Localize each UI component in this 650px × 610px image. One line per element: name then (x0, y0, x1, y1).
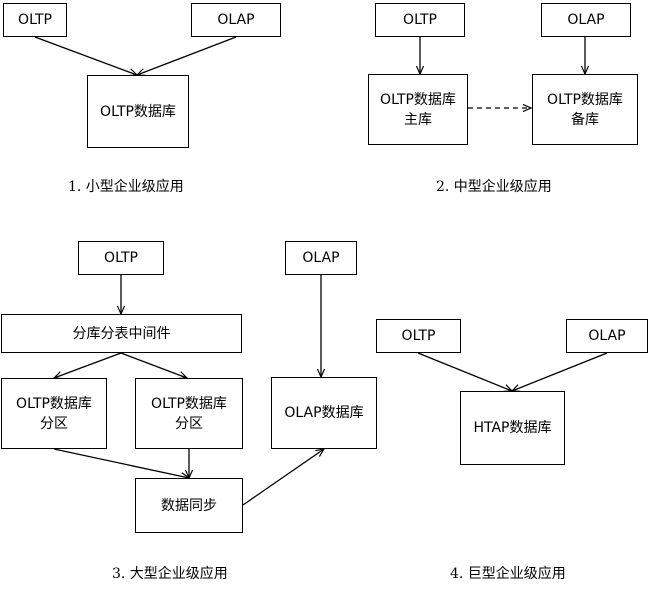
s2-oltp-node: OLTP (375, 3, 465, 37)
s4-oltp-node: OLTP (376, 319, 461, 353)
s1-oltp-label: OLTP (18, 12, 52, 28)
s1-db-label: OLTP数据库 (100, 103, 176, 120)
s2-primary-db-node: OLTP数据库 主库 (368, 74, 468, 145)
s3-shard-b-line1: OLTP数据库 (151, 395, 227, 412)
s4-caption: 4. 巨型企业级应用 (450, 566, 566, 582)
s4-olap-to-htap-arrow (512, 352, 608, 391)
s3-middleware-to-shard-b-arrow (120, 352, 187, 378)
s2-standby-line1: OLTP数据库 (547, 91, 623, 108)
s3-olap-node: OLAP (285, 241, 357, 275)
s3-sync-node: 数据同步 (135, 478, 243, 533)
s3-middleware-label: 分库分表中间件 (72, 325, 171, 342)
s2-caption: 2. 中型企业级应用 (436, 179, 552, 195)
s2-standby-line2: 备库 (571, 111, 599, 128)
s2-primary-line2: 主库 (404, 111, 432, 128)
s4-htap-db-label: HTAP数据库 (473, 420, 552, 436)
s1-oltp-to-db-arrow (34, 36, 137, 75)
s1-olap-to-db-arrow (137, 36, 237, 75)
s2-olap-node: OLAP (541, 3, 631, 37)
s4-oltp-label: OLTP (401, 328, 436, 344)
s2-olap-label: OLAP (567, 12, 605, 28)
s3-shard-b-node: OLTP数据库 分区 (135, 378, 243, 449)
s3-oltp-label: OLTP (104, 250, 138, 266)
s3-shard-a-to-sync-arrow (53, 448, 189, 478)
s3-shard-a-node: OLTP数据库 分区 (1, 378, 107, 449)
s1-olap-node: OLAP (191, 3, 281, 37)
s2-primary-line1: OLTP数据库 (380, 91, 456, 108)
s3-olap-db-node: OLAP数据库 (271, 377, 377, 449)
s3-middleware-node: 分库分表中间件 (1, 314, 242, 353)
s4-htap-db-node: HTAP数据库 (460, 391, 565, 465)
s3-oltp-node: OLTP (78, 241, 164, 275)
s4-oltp-to-htap-arrow (417, 352, 512, 391)
s3-shard-a-line1: OLTP数据库 (16, 395, 92, 412)
s3-olap-label: OLAP (302, 250, 340, 266)
s3-caption: 3. 大型企业级应用 (112, 566, 228, 582)
s2-standby-db-node: OLTP数据库 备库 (532, 74, 638, 145)
s1-caption: 1. 小型企业级应用 (68, 179, 184, 195)
s3-sync-to-olapdb-arrow (242, 449, 324, 506)
s1-oltp-db-node: OLTP数据库 (87, 75, 189, 148)
s3-shard-b-line2: 分区 (175, 415, 203, 432)
s3-sync-label: 数据同步 (161, 497, 217, 514)
s2-oltp-label: OLTP (403, 12, 437, 28)
s4-olap-label: OLAP (588, 328, 626, 344)
s3-shard-a-line2: 分区 (40, 415, 68, 432)
s4-olap-node: OLAP (566, 319, 648, 353)
s3-olap-db-label: OLAP数据库 (284, 405, 364, 421)
s1-olap-label: OLAP (217, 12, 255, 28)
s3-middleware-to-shard-a-arrow (54, 352, 122, 378)
s1-oltp-node: OLTP (3, 3, 67, 37)
